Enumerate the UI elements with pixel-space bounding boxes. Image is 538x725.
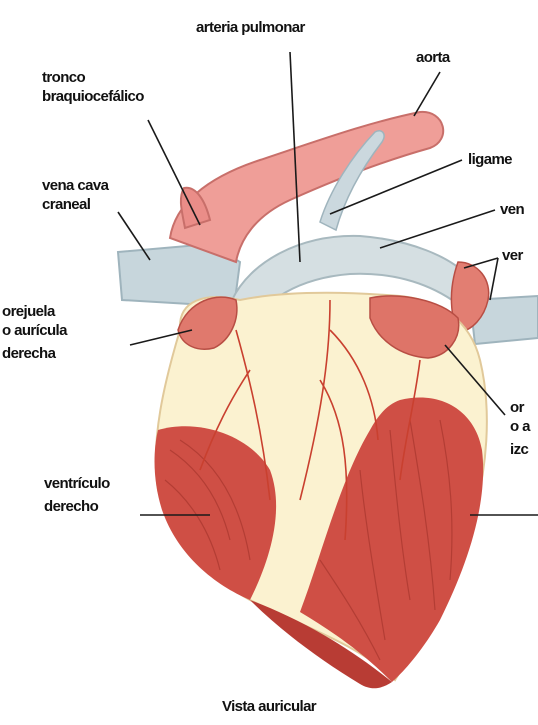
label-orejuela-d-line2: o aurícula xyxy=(2,321,67,340)
label-ventriculo-line2: derecho xyxy=(44,497,110,516)
label-venas: ver xyxy=(502,246,523,265)
label-vena-text: ven xyxy=(500,200,524,219)
label-ventriculo-line1: ventrículo xyxy=(44,474,110,493)
aorta-vessel xyxy=(170,112,443,262)
label-vena: ven xyxy=(500,200,524,219)
label-orejuela-d-line1: orejuela xyxy=(2,302,67,321)
label-ligamento: ligame xyxy=(468,150,512,169)
label-orejuela-i-line3: izc xyxy=(510,440,530,459)
label-orejuela-izquierda: or o a izc xyxy=(510,398,530,459)
label-ligamento-text: ligame xyxy=(468,150,512,169)
label-orejuela-d-line3: derecha xyxy=(2,344,67,363)
label-orejuela-i-line1: or xyxy=(510,398,530,417)
label-ventriculo-derecho: ventrículo derecho xyxy=(44,474,110,516)
label-aorta-text: aorta xyxy=(416,48,450,67)
label-arteria-pulmonar: arteria pulmonar xyxy=(196,18,305,37)
label-tronco-braquiocefalico: tronco braquiocefálico xyxy=(42,68,144,106)
label-tronco-line1: tronco xyxy=(42,68,144,87)
label-orejuela-i-line2: o a xyxy=(510,417,530,436)
label-arteria-pulmonar-text: arteria pulmonar xyxy=(196,18,305,37)
label-vena-cava-line2: craneal xyxy=(42,195,108,214)
label-aorta: aorta xyxy=(416,48,450,67)
label-tronco-line2: braquiocefálico xyxy=(42,87,144,106)
label-vena-cava: vena cava craneal xyxy=(42,176,108,214)
label-orejuela-derecha: orejuela o aurícula derecha xyxy=(2,302,67,363)
figure-caption: Vista auricular xyxy=(0,698,538,715)
label-venas-text: ver xyxy=(502,246,523,265)
label-vena-cava-line1: vena cava xyxy=(42,176,108,195)
